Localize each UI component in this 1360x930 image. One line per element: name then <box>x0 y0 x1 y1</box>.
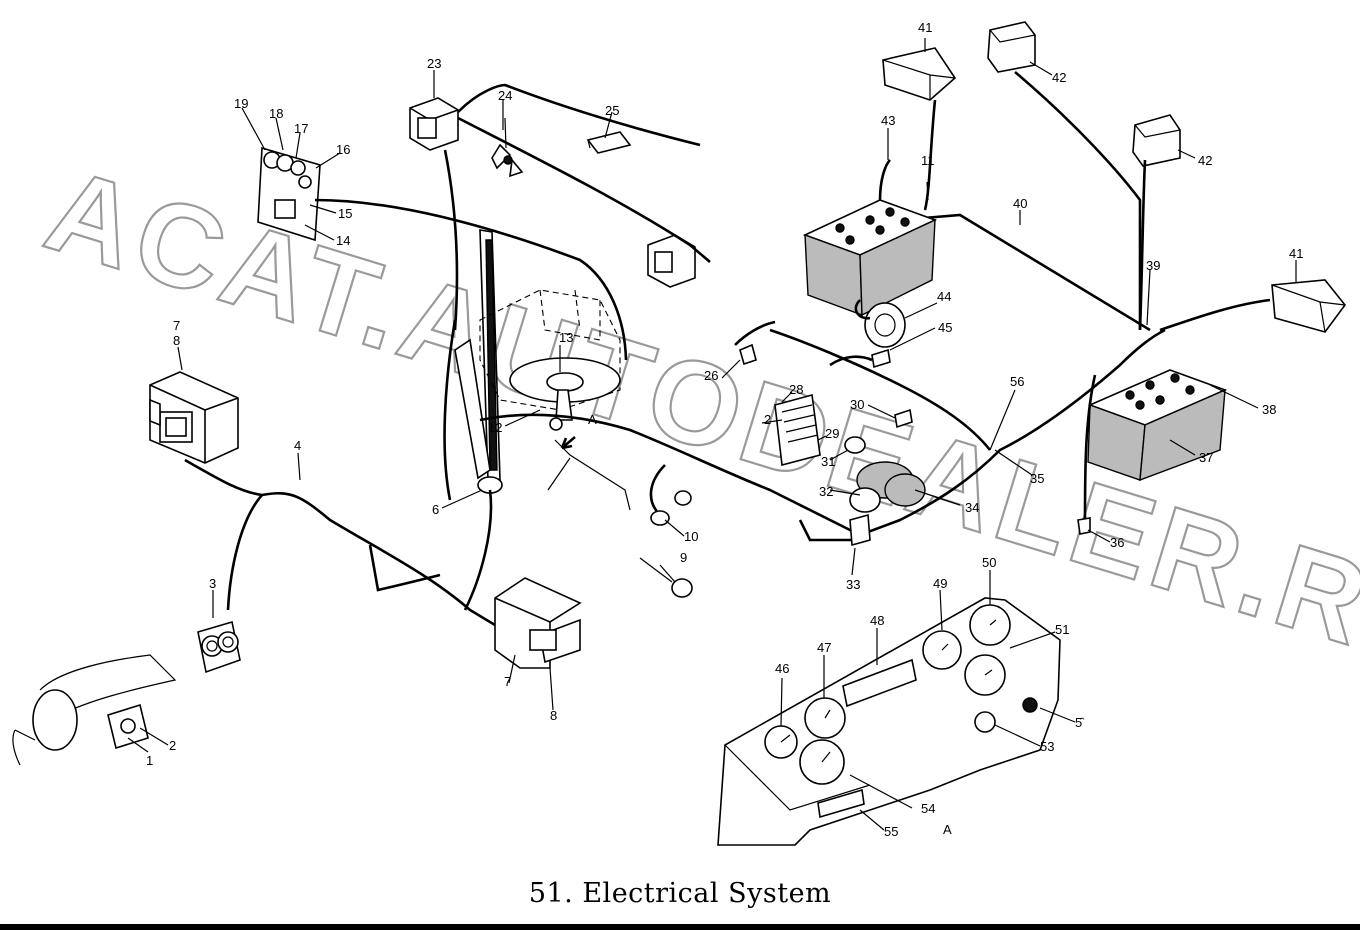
label-34: 34 <box>965 500 979 515</box>
label-38: 38 <box>1262 402 1276 417</box>
sensor-10 <box>650 490 692 526</box>
label-41-top: 41 <box>918 20 932 35</box>
label-7-bottom: 7 <box>504 674 511 689</box>
steering-column-13 <box>479 289 631 511</box>
label-19: 19 <box>234 96 248 111</box>
label-30: 30 <box>850 397 864 412</box>
label-42-b: 42 <box>1198 153 1212 168</box>
label-12: 12 <box>488 420 502 435</box>
sensor-9 <box>659 564 693 598</box>
label-2: 2 <box>169 738 176 753</box>
light-upper-right-cab <box>457 116 711 288</box>
sensor-45 <box>829 348 891 369</box>
label-4: 4 <box>294 438 301 453</box>
label-18: 18 <box>269 106 283 121</box>
work-light-left <box>149 371 239 464</box>
label-10: 10 <box>684 529 698 544</box>
starter-motor-34 <box>849 461 926 547</box>
label-36: 36 <box>1110 535 1124 550</box>
label-49: 49 <box>933 576 947 591</box>
label-11: 11 <box>921 153 935 168</box>
wire-harness-4 <box>184 458 496 627</box>
label-29: 29 <box>825 426 839 441</box>
label-8-top: 8 <box>173 333 180 348</box>
label-27: 2 <box>764 412 771 427</box>
label-43: 43 <box>881 113 895 128</box>
light-42-a <box>987 21 1142 330</box>
module-25 <box>586 131 632 154</box>
label-52: 5̂ <box>1075 715 1085 730</box>
dashboard-view-a <box>717 597 1061 846</box>
fan-24 <box>491 117 524 178</box>
label-35: 35 <box>1030 471 1044 486</box>
label-42-a: 42 <box>1052 70 1066 85</box>
label-37: 37 <box>1199 450 1213 465</box>
label-32: 32 <box>819 484 833 499</box>
label-13: 13 <box>559 330 573 345</box>
view-arrow <box>560 436 576 450</box>
fuse-box-28-29 <box>774 393 821 467</box>
light-42-b <box>1132 114 1181 331</box>
label-45: 45 <box>938 320 952 335</box>
leader-lines <box>127 38 1297 831</box>
label-7-top: 7 <box>173 318 180 333</box>
label-14: 14 <box>336 233 350 248</box>
gauge-pair-3 <box>197 620 241 674</box>
label-51: 51 <box>1055 622 1069 637</box>
label-33: 33 <box>846 577 860 592</box>
label-dashboard-a: A <box>943 822 952 837</box>
horn-44 <box>854 299 906 348</box>
label-39: 39 <box>1146 258 1160 273</box>
label-28: 28 <box>789 382 803 397</box>
instrument-panel-14-19 <box>257 146 628 361</box>
label-view-a: A <box>588 412 597 427</box>
label-47: 47 <box>817 640 831 655</box>
label-50: 50 <box>982 555 996 570</box>
label-15: 15 <box>338 206 352 221</box>
diagram-caption: 51. Electrical System <box>528 878 832 909</box>
label-24: 24 <box>498 88 512 103</box>
label-17: 17 <box>294 121 308 136</box>
label-48: 48 <box>870 613 884 628</box>
label-41-right: 41 <box>1289 246 1303 261</box>
battery-upper <box>802 99 938 317</box>
label-46: 46 <box>775 661 789 676</box>
switch-26 <box>739 343 757 366</box>
label-53: 53 <box>1040 739 1054 754</box>
label-23: 23 <box>427 56 441 71</box>
label-25: 25 <box>605 103 619 118</box>
label-3: 3 <box>209 576 216 591</box>
label-31: 31 <box>821 454 835 469</box>
label-54: 54 <box>921 801 935 816</box>
label-16: 16 <box>336 142 350 157</box>
light-41-right <box>1159 279 1347 333</box>
work-light-bottom <box>494 577 582 669</box>
label-8-bottom: 8 <box>550 708 557 723</box>
label-9: 9 <box>680 550 687 565</box>
label-56: 56 <box>1010 374 1024 389</box>
relay-31 <box>844 436 866 454</box>
bottom-border <box>0 924 1360 930</box>
label-55: 55 <box>884 824 898 839</box>
switch-36 <box>1077 517 1091 535</box>
label-26: 26 <box>704 368 718 383</box>
battery-switch-1-2 <box>12 654 177 766</box>
battery-lower <box>1083 369 1228 521</box>
label-1: 1 <box>146 753 153 768</box>
label-6: 6 <box>432 502 439 517</box>
label-44: 44 <box>937 289 951 304</box>
light-23 <box>409 83 701 331</box>
sensor-30 <box>894 408 913 429</box>
light-41-top <box>882 47 957 101</box>
label-40: 40 <box>1013 196 1027 211</box>
